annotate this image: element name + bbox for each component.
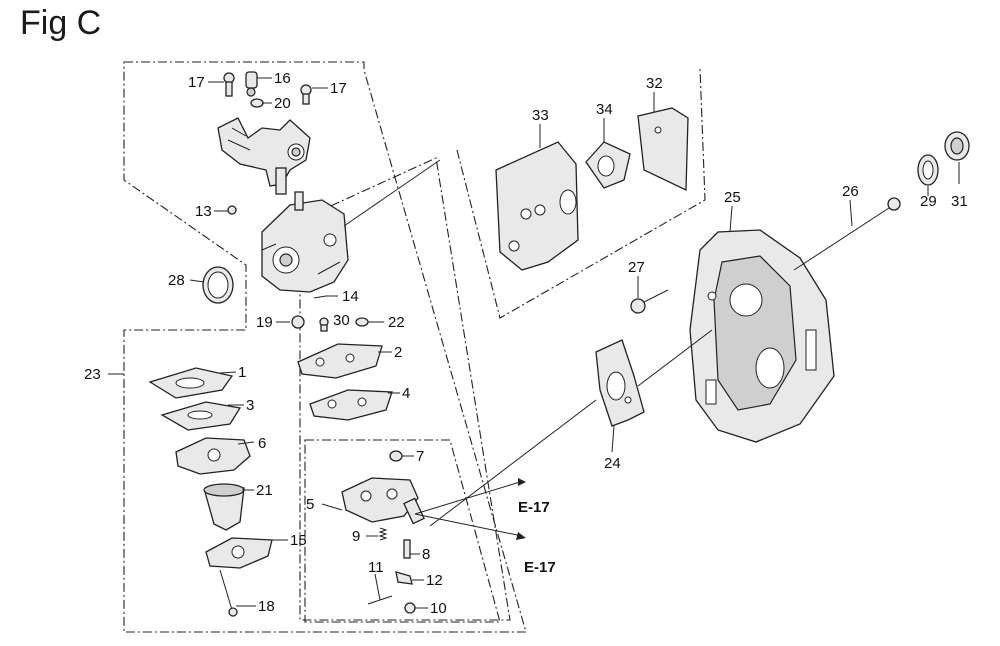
part-25-air-cleaner-case <box>689 229 835 443</box>
part-21-primer-bulb <box>203 483 245 531</box>
part-19-screw <box>291 315 305 329</box>
inner-subassembly-frame <box>299 157 511 621</box>
callout-28: 28 <box>168 272 185 289</box>
callout-29: 29 <box>920 193 937 210</box>
callout-32: 32 <box>646 75 663 92</box>
part-29-washer <box>917 154 939 186</box>
part-22-clip <box>355 317 369 327</box>
callout-24: 24 <box>604 455 621 472</box>
part-3-diaphragm <box>160 401 242 431</box>
reference-e17-lower[interactable]: E-17 <box>524 559 556 576</box>
callout-30: 30 <box>333 312 350 329</box>
callout-3: 3 <box>246 397 254 414</box>
callout-17-right: 17 <box>330 80 347 97</box>
part-13-pin <box>227 205 237 215</box>
part-18-screw-long <box>219 569 238 617</box>
callout-13: 13 <box>195 203 212 220</box>
part-28-oring <box>202 266 234 304</box>
part-31-washer <box>944 131 970 161</box>
part-17-screw-left <box>223 72 235 97</box>
part-30-screw <box>319 317 329 332</box>
reference-e17-upper[interactable]: E-17 <box>518 499 550 516</box>
part-20-oring <box>250 98 264 108</box>
part-26-long-bolt <box>793 197 901 271</box>
part-7-plug <box>389 450 403 462</box>
part-12-lever <box>395 571 413 585</box>
part-1-gasket <box>148 367 234 399</box>
callout-4: 4 <box>402 385 410 402</box>
callout-5: 5 <box>306 496 314 513</box>
callout-20: 20 <box>274 95 291 112</box>
part-32-plate <box>637 107 689 192</box>
callout-9: 9 <box>352 528 360 545</box>
callout-26: 26 <box>842 183 859 200</box>
figure-title: Fig C <box>20 4 102 42</box>
part-24-insulator <box>595 339 645 427</box>
part-15-cover-plate <box>205 537 273 569</box>
callout-19: 19 <box>256 314 273 331</box>
callout-11: 11 <box>368 559 384 576</box>
carburetor-body <box>261 191 349 293</box>
throttle-body-upper <box>217 117 311 195</box>
callout-1: 1 <box>238 364 246 381</box>
callout-2: 2 <box>394 344 402 361</box>
callout-16: 16 <box>274 70 291 87</box>
callout-34: 34 <box>596 101 613 118</box>
callout-31: 31 <box>951 193 968 210</box>
part-14-pin <box>313 295 327 299</box>
part-16-plug <box>245 71 258 97</box>
part-4-diaphragm <box>309 389 393 421</box>
callout-27: 27 <box>628 259 645 276</box>
part-33-gasket <box>495 141 579 271</box>
callout-15: 15 <box>290 532 307 549</box>
part-6-pump-cover <box>175 437 251 475</box>
part-8-needle <box>403 539 411 559</box>
callout-8: 8 <box>422 546 430 563</box>
callout-17-left: 17 <box>188 74 205 91</box>
part-17-screw-right <box>300 84 312 105</box>
part-10-screw <box>404 602 416 614</box>
part-2-gasket <box>297 343 383 379</box>
callout-14: 14 <box>342 288 359 305</box>
callout-33: 33 <box>532 107 549 124</box>
carburetor-assembly-frame <box>123 61 527 633</box>
pump-subassembly-frame <box>304 439 501 623</box>
callout-21: 21 <box>256 482 273 499</box>
callout-22: 22 <box>388 314 405 331</box>
callout-12: 12 <box>426 572 443 589</box>
callout-18: 18 <box>258 598 275 615</box>
callout-25: 25 <box>724 189 741 206</box>
callout-23: 23 <box>84 366 101 383</box>
part-34-gasket-small <box>585 141 631 189</box>
callout-7: 7 <box>416 448 424 465</box>
part-9-spring <box>378 527 388 541</box>
part-5-pump-body <box>341 477 425 525</box>
callout-10: 10 <box>430 600 447 617</box>
callout-6: 6 <box>258 435 266 452</box>
part-27-bolt <box>630 289 669 314</box>
gasket-group-frame <box>456 67 706 319</box>
